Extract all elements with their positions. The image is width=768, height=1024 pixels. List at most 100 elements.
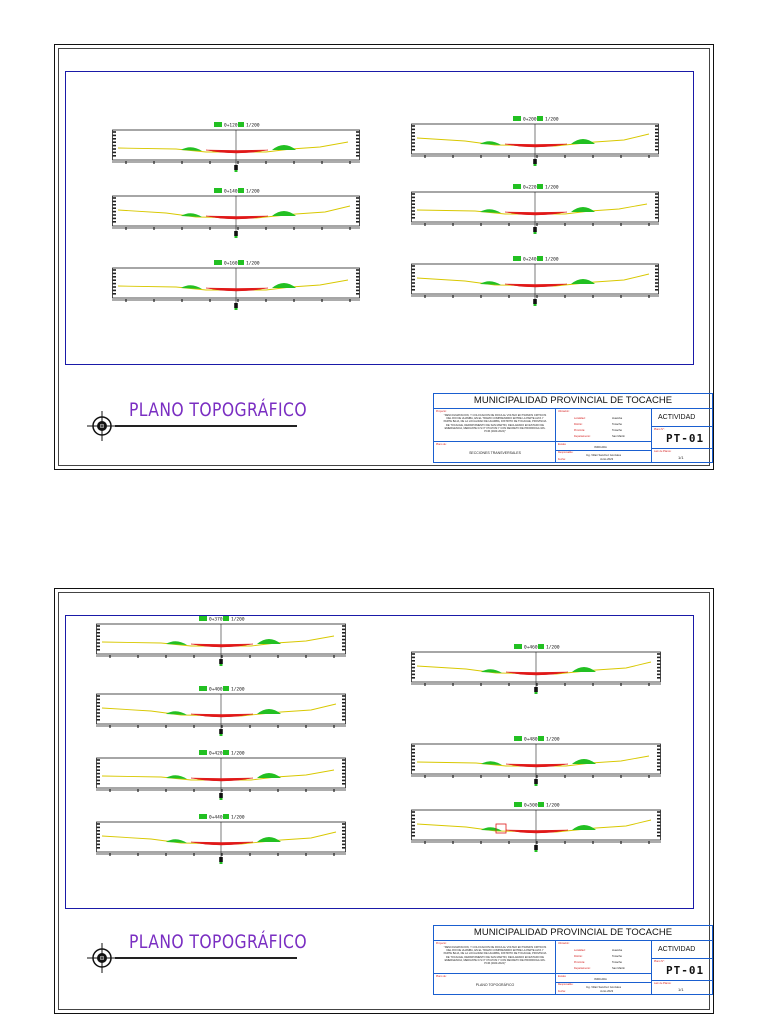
title-block: MUNICIPALIDAD PROVINCIAL DE TOCACHE Proy…	[433, 925, 713, 995]
cut-area	[190, 777, 254, 782]
actividad-label: ACTIVIDAD	[658, 946, 696, 953]
north-arrow-icon	[87, 943, 117, 973]
terrain-line	[416, 661, 652, 675]
localidad-label: Localidad:	[574, 417, 586, 420]
departamento-value: San Martin	[612, 435, 625, 438]
fill-area	[272, 145, 296, 150]
section-station: 0+480	[524, 736, 538, 742]
tag-swatch-icon	[214, 122, 222, 127]
terrain-line	[101, 703, 337, 717]
cut-area	[505, 671, 569, 676]
project-description: "DESCOLMATACION, Y COLOCACION DE ROCA AL…	[443, 946, 547, 966]
project-cell: Proyecto: "DESCOLMATACION, Y COLOCACION …	[434, 408, 556, 462]
fill-area	[481, 669, 502, 673]
responsable-value: Ing. Villari Sanchez Gonzales	[586, 986, 622, 989]
fecha-value: Junio 2023	[600, 458, 614, 461]
ubicacion-label: Ubicación:	[558, 410, 570, 413]
section-station: 0+460	[524, 644, 538, 650]
distrito-value: Tocache	[612, 955, 623, 958]
location-cell: Ubicación: Localidad: Huamba Distrito: T…	[556, 940, 652, 994]
terrain-line	[416, 819, 652, 833]
project-cell: Proyecto: "DESCOLMATACION, Y COLOCACION …	[434, 940, 556, 994]
tag-swatch-icon	[538, 644, 544, 649]
tag-swatch-icon	[513, 256, 521, 261]
tag-swatch-icon	[514, 736, 522, 741]
plano-no-label: Plano N°:	[654, 428, 665, 431]
section-station: 0+370	[209, 616, 223, 622]
plano-label: Plano de:	[436, 443, 447, 446]
section-station: 0+400	[209, 686, 223, 692]
distrito-value: Tocache	[612, 423, 623, 426]
fill-area	[481, 827, 502, 831]
hoja-label: Lam de Planos:	[654, 982, 672, 985]
sheet-id-cell: ACTIVIDAD Plano N°: PT-01 Lam de Planos:…	[652, 940, 712, 994]
cut-area	[205, 149, 269, 154]
terrain-line	[416, 203, 648, 215]
tag-swatch-icon	[223, 686, 229, 691]
fill-area	[181, 147, 202, 151]
tag-swatch-icon	[223, 814, 229, 819]
tag-swatch-icon	[514, 644, 522, 649]
cut-area	[205, 287, 269, 292]
section-scale: 1/200	[231, 750, 245, 756]
section-scale: 1/200	[545, 256, 559, 262]
section-station: 0+200	[523, 116, 537, 122]
title-underline	[115, 425, 297, 427]
project-label: Proyecto:	[436, 410, 447, 413]
fecha-value: Junio 2023	[600, 990, 614, 993]
provincia-value: Tocache	[612, 961, 623, 964]
tag-swatch-icon	[199, 750, 207, 755]
fill-area	[572, 759, 596, 764]
section-scale: 1/200	[246, 122, 260, 128]
cross-section[interactable]: 0+120 1/200	[112, 122, 360, 178]
terrain-line	[416, 755, 650, 767]
tag-swatch-icon	[238, 122, 244, 127]
municipality-name: MUNICIPALIDAD PROVINCIAL DE TOCACHE	[434, 926, 712, 941]
fill-area	[181, 213, 202, 217]
fill-area	[257, 639, 281, 644]
tag-swatch-icon	[538, 802, 544, 807]
plano-number: PT-01	[666, 432, 705, 445]
section-scale: 1/200	[546, 736, 560, 742]
fecha-label: Fecha:	[558, 990, 566, 993]
ubicacion-label: Ubicación:	[558, 942, 570, 945]
hoja-label: Lam de Planos:	[654, 450, 672, 453]
distrito-label: Distrito:	[574, 423, 583, 426]
fill-area	[571, 207, 595, 212]
fill-area	[181, 285, 202, 289]
escala-value: INDICADA	[594, 978, 607, 981]
cut-area	[190, 841, 254, 846]
terrain-line	[117, 141, 349, 153]
localidad-value: Huamba	[612, 417, 623, 420]
cut-area	[505, 829, 569, 834]
section-station: 0+120	[224, 122, 238, 128]
fill-area	[571, 139, 595, 144]
tag-swatch-icon	[537, 116, 543, 121]
tag-swatch-icon	[199, 686, 207, 691]
cross-section-drawing: 0+480 1/200	[411, 736, 661, 786]
cross-section[interactable]: 0+480 1/200	[411, 736, 661, 792]
localidad-value: Huamba	[612, 949, 623, 952]
